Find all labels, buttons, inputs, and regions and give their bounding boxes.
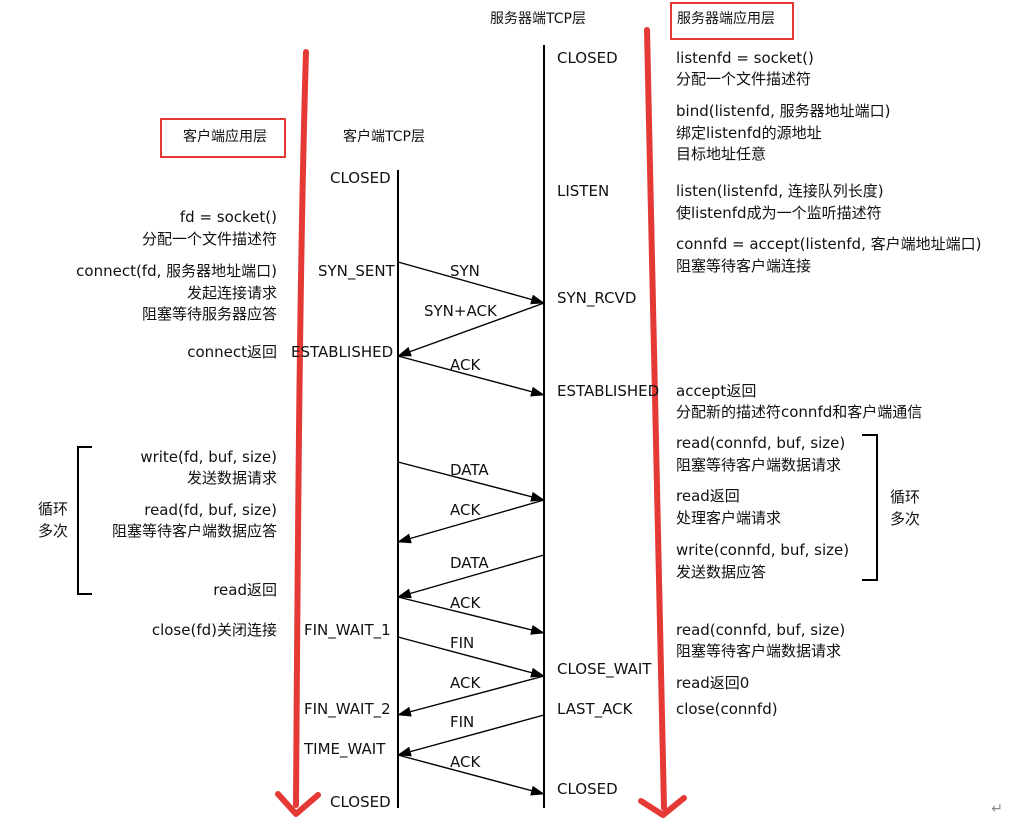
- ack-arrow-4: [397, 675, 545, 717]
- data-arrow-1: [397, 461, 545, 502]
- server-read-return-zero: read返回0: [676, 674, 750, 692]
- server-app-header-box: [670, 2, 794, 40]
- segment-label-data-1: DATA: [450, 461, 489, 479]
- segment-label-syn: SYN: [450, 262, 480, 280]
- server-listenfd-call: listenfd = socket(): [676, 49, 814, 67]
- server-accept-return-note: 分配新的描述符connfd和客户端通信: [676, 403, 923, 421]
- client-close-call: close(fd)关闭连接: [151, 621, 277, 639]
- segment-label-ack-1: ACK: [450, 356, 481, 374]
- server-bind-call: bind(listenfd, 服务器地址端口): [676, 102, 891, 120]
- client-state-syn-sent: SYN_SENT: [318, 262, 395, 280]
- client-read-return: read返回: [213, 581, 277, 599]
- server-loop-label-1: 循环: [890, 488, 921, 506]
- client-tcp-header: 客户端TCP层: [343, 129, 425, 145]
- client-state-closed: CLOSED: [330, 169, 391, 187]
- server-app-red-arrow: [644, 27, 667, 811]
- client-connect-note-1: 发起连接请求: [186, 284, 277, 302]
- fin-arrow-1: [397, 636, 545, 678]
- client-app-red-arrow: [293, 49, 309, 808]
- server-accept-call: connfd = accept(listenfd, 客户端地址端口): [676, 235, 982, 253]
- server-accept-note: 阻塞等待客户端连接: [676, 257, 812, 275]
- segment-label-syn-ack: SYN+ACK: [424, 302, 497, 320]
- server-loop-label-2: 多次: [890, 510, 921, 528]
- syn-ack-arrow: [397, 302, 545, 357]
- server-tcp-header: 服务器端TCP层: [490, 11, 586, 27]
- server-accept-return: accept返回: [676, 382, 757, 400]
- client-socket-note: 分配一个文件描述符: [141, 230, 277, 248]
- server-read-note: 阻塞等待客户端数据请求: [676, 456, 842, 474]
- segment-label-ack-3: ACK: [450, 594, 481, 612]
- segment-label-ack-2: ACK: [450, 501, 481, 519]
- ack-arrow-1: [397, 355, 545, 397]
- server-bind-note-2: 目标地址任意: [676, 145, 767, 163]
- ack-arrow-5: [397, 754, 545, 796]
- client-app-header: 客户端应用层: [183, 129, 267, 145]
- server-state-closed-bottom: CLOSED: [557, 780, 618, 798]
- server-state-syn-rcvd: SYN_RCVD: [557, 289, 637, 307]
- segment-label-fin-2: FIN: [450, 713, 475, 731]
- client-loop-label-2: 多次: [38, 522, 69, 540]
- server-read-return-note: 处理客户端请求: [676, 509, 782, 527]
- server-read2-note: 阻塞等待客户端数据请求: [676, 642, 842, 660]
- client-connect-return: connect返回: [187, 343, 277, 361]
- client-state-fin-wait-2: FIN_WAIT_2: [304, 700, 391, 718]
- client-write-note: 发送数据请求: [186, 469, 277, 487]
- fin-arrow-2: [397, 714, 545, 757]
- client-state-time-wait: TIME_WAIT: [304, 740, 386, 758]
- server-read2-call: read(connfd, buf, size): [676, 621, 846, 639]
- ack-arrow-2: [397, 499, 545, 544]
- client-write-call: write(fd, buf, size): [140, 448, 277, 466]
- segment-label-data-2: DATA: [450, 554, 489, 572]
- server-app-red-arrowhead: [638, 795, 687, 818]
- server-write-call: write(connfd, buf, size): [676, 541, 850, 559]
- data-arrow-2: [397, 554, 545, 599]
- syn-arrow: [397, 261, 545, 305]
- client-state-closed-bottom: CLOSED: [330, 793, 391, 811]
- server-read-call: read(connfd, buf, size): [676, 434, 846, 452]
- client-state-fin-wait-1: FIN_WAIT_1: [304, 621, 391, 639]
- server-state-listen: LISTEN: [557, 182, 610, 200]
- server-state-close-wait: CLOSE_WAIT: [557, 660, 652, 678]
- client-read-note: 阻塞等待客户端数据应答: [111, 522, 277, 540]
- client-loop-bracket: [77, 446, 92, 595]
- server-state-established: ESTABLISHED: [557, 382, 660, 400]
- return-mark: ↵: [991, 801, 1003, 817]
- server-state-closed: CLOSED: [557, 49, 618, 67]
- client-read-call: read(fd, buf, size): [144, 501, 277, 519]
- client-connect-call: connect(fd, 服务器地址端口): [76, 262, 277, 280]
- server-close-call: close(connfd): [676, 700, 778, 718]
- segment-label-fin-1: FIN: [450, 634, 475, 652]
- client-app-red-arrowhead: [275, 791, 321, 817]
- server-write-note: 发送数据应答: [676, 563, 767, 581]
- segment-label-ack-4: ACK: [450, 674, 481, 692]
- server-app-header: 服务器端应用层: [677, 11, 775, 27]
- server-listen-call: listen(listenfd, 连接队列长度): [676, 182, 884, 200]
- server-listen-note: 使listenfd成为一个监听描述符: [676, 204, 882, 222]
- server-bind-note-1: 绑定listenfd的源地址: [676, 124, 822, 142]
- server-loop-bracket: [862, 434, 878, 581]
- ack-arrow-3: [397, 596, 545, 635]
- segment-label-ack-5: ACK: [450, 753, 481, 771]
- client-state-established: ESTABLISHED: [291, 343, 394, 361]
- server-state-last-ack: LAST_ACK: [557, 700, 633, 718]
- client-connect-note-2: 阻塞等待服务器应答: [141, 305, 277, 323]
- client-socket-call: fd = socket(): [179, 208, 277, 226]
- client-loop-label-1: 循环: [38, 500, 69, 518]
- server-listenfd-note: 分配一个文件描述符: [676, 70, 812, 88]
- client-app-header-box: [160, 118, 286, 158]
- server-read-return: read返回: [676, 487, 740, 505]
